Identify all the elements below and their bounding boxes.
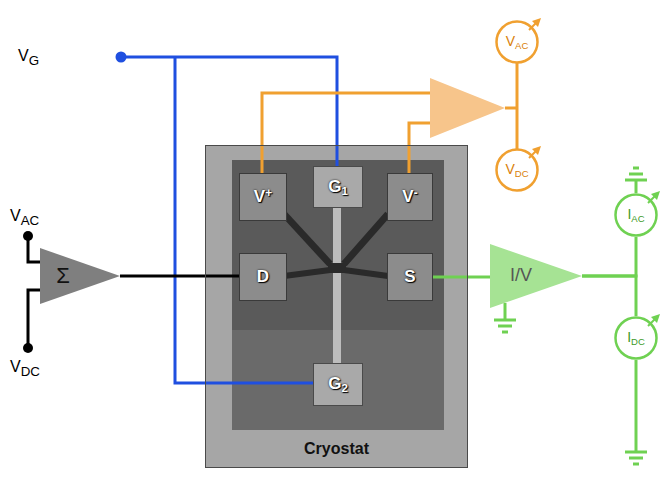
differential-amplifier xyxy=(430,78,505,138)
gate-terminal xyxy=(116,52,127,63)
triangle-outline xyxy=(40,248,120,304)
meter-circle xyxy=(497,22,538,63)
symbol-letter: V xyxy=(254,187,265,206)
node-label: Cryostat xyxy=(304,440,369,458)
subscript: 2 xyxy=(341,383,347,395)
subscript: 1 xyxy=(341,185,347,197)
node-label: I/V xyxy=(510,266,532,286)
current-amplifier: I/V xyxy=(490,244,582,308)
node-label: G1 xyxy=(328,178,348,197)
amplifier-triangle xyxy=(40,248,120,304)
node-label: V- xyxy=(402,188,417,207)
superscript: + xyxy=(265,185,272,199)
voltmeter: VDC xyxy=(495,148,539,192)
signal-wire xyxy=(582,276,636,316)
symbol-letter: I xyxy=(627,329,631,345)
node-label: V+ xyxy=(254,188,272,207)
ammeter: IAC xyxy=(614,193,658,237)
source-input-wire xyxy=(28,236,41,348)
signal-wire xyxy=(582,237,636,276)
meter-circle xyxy=(616,195,657,236)
subscript: DC xyxy=(515,168,529,179)
meter-circle xyxy=(616,318,657,359)
node-label: D xyxy=(257,268,269,287)
contact-pad: V- xyxy=(387,173,433,221)
meter-arrowhead xyxy=(651,314,660,323)
symbol-letter: V xyxy=(505,161,514,177)
node-label: VDC xyxy=(505,162,528,177)
input-terminal xyxy=(23,343,33,353)
subscript: G xyxy=(29,53,39,68)
gate-wire xyxy=(121,57,337,383)
symbol-letter: V xyxy=(18,47,29,64)
node-label: IAC xyxy=(627,207,644,222)
node-label: Σ xyxy=(56,264,70,288)
gate-voltage-label: VG xyxy=(18,47,39,69)
cryostat-box: CryostatV+G1V-DSG2 xyxy=(205,145,468,468)
cryostat-fill xyxy=(205,145,468,468)
signal-wire xyxy=(120,275,239,278)
amplifier-triangle xyxy=(490,244,582,308)
triangle-outline xyxy=(490,244,582,308)
contact-pad: V+ xyxy=(239,173,287,221)
subscript: AC xyxy=(515,40,528,51)
meter-arrowhead xyxy=(532,146,541,155)
ac-input-label: VAC xyxy=(10,207,39,229)
ammeter: IDC xyxy=(614,316,658,360)
node-label: IDC xyxy=(627,330,645,345)
symbol-letter: V xyxy=(10,358,21,375)
sample-chip xyxy=(232,160,444,430)
meter-arrowhead xyxy=(532,18,541,27)
subscript: DC xyxy=(21,364,40,379)
meter-arrowhead xyxy=(651,191,660,200)
node-label: VAC xyxy=(506,34,529,49)
input-terminal xyxy=(23,231,33,241)
subscript: DC xyxy=(631,336,645,347)
gate-pad: G1 xyxy=(313,166,363,208)
voltage-probe-wire xyxy=(262,63,517,173)
symbol-letter: I xyxy=(627,206,631,222)
signal-wire xyxy=(433,276,490,279)
dc-input-label: VDC xyxy=(10,358,40,380)
gate-pad: G2 xyxy=(313,363,363,406)
contact-pad: D xyxy=(239,253,287,301)
summing-amplifier: Σ xyxy=(40,248,120,304)
symbol-letter: V xyxy=(506,33,515,49)
subscript: AC xyxy=(631,213,644,224)
node-label: S xyxy=(404,268,415,287)
contact-pad: S xyxy=(387,253,433,301)
voltmeter: VAC xyxy=(495,20,539,64)
symbol-letter: G xyxy=(328,177,341,196)
symbol-letter: V xyxy=(10,207,21,224)
superscript: - xyxy=(414,185,418,199)
meter-circle xyxy=(497,150,538,191)
symbol-letter: V xyxy=(402,187,413,206)
node-label: G2 xyxy=(328,375,348,394)
symbol-letter: G xyxy=(328,374,341,393)
subscript: AC xyxy=(21,213,40,228)
